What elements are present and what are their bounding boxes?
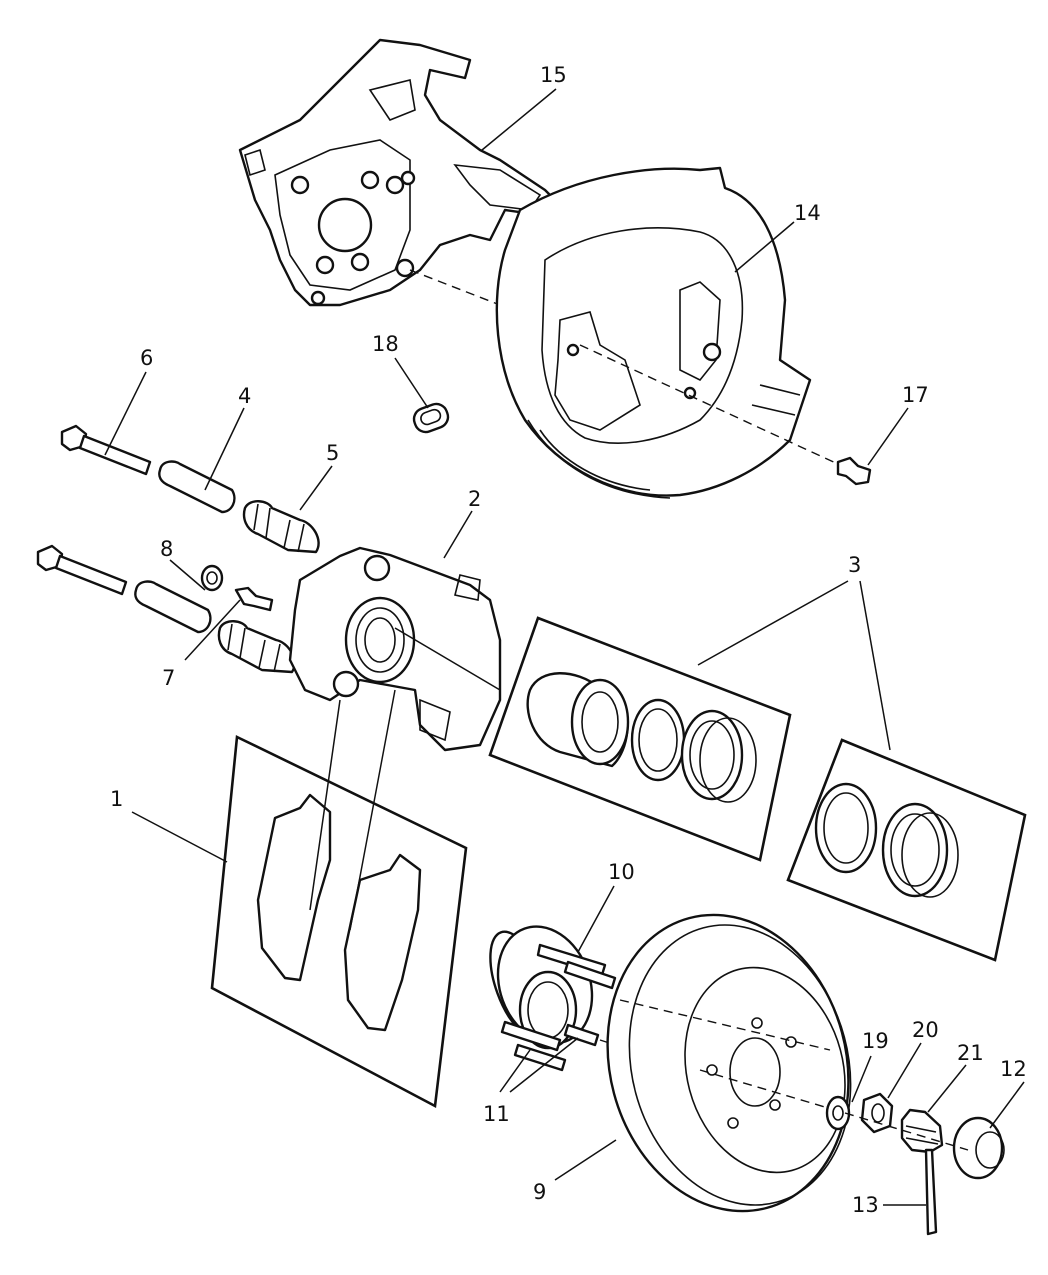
callout-2: 2: [468, 487, 481, 511]
callout-10: 10: [608, 860, 635, 884]
part-5-boot-lower: [217, 620, 296, 674]
callout-4: 4: [238, 384, 251, 408]
callout-17: 17: [902, 383, 929, 407]
part-9-rotor: [606, 913, 852, 1213]
part-3-seal-kit-box: [786, 738, 1027, 962]
part-3-piston-seal-kit: [488, 616, 792, 862]
callout-8: 8: [160, 537, 173, 561]
part-5-boot-upper: [242, 500, 320, 554]
part-4-sleeve-upper: [158, 460, 236, 514]
part-18-plug: [412, 402, 450, 434]
callout-1: 1: [110, 787, 123, 811]
part-6-guide-pin-bolt-lower: [36, 544, 128, 596]
callout-20: 20: [912, 1018, 939, 1042]
callout-5: 5: [326, 441, 339, 465]
callout-21: 21: [957, 1041, 984, 1065]
part-19-washer: [825, 1095, 851, 1131]
part-7-bleeder-screw: [234, 586, 274, 612]
callout-14: 14: [794, 201, 821, 225]
part-1-brake-pads: [210, 689, 468, 1109]
part-20-hub-nut: [860, 1092, 894, 1134]
callout-11: 11: [483, 1102, 510, 1126]
part-6-guide-pin-bolt-upper: [60, 424, 152, 476]
callout-19: 19: [862, 1029, 889, 1053]
part-21-nut-retainer: [900, 1108, 944, 1154]
callout-3: 3: [848, 553, 861, 577]
callout-13: 13: [852, 1193, 879, 1217]
callout-12: 12: [1000, 1057, 1027, 1081]
part-4-sleeve-lower: [134, 580, 212, 634]
callout-7: 7: [162, 666, 175, 690]
part-17-bolt: [836, 456, 872, 486]
part-14-splash-shield: [495, 166, 841, 499]
part-8-bleeder-cap: [200, 564, 224, 592]
callout-18: 18: [372, 332, 399, 356]
part-2-caliper: [288, 546, 502, 752]
callout-6: 6: [140, 346, 153, 370]
callout-9: 9: [533, 1180, 546, 1204]
part-13-cotter-pin: [924, 1148, 938, 1236]
part-10-hub-bearing: [489, 925, 836, 1116]
part-12-grease-cap: [952, 1116, 1005, 1180]
callout-15: 15: [540, 63, 567, 87]
leader-lines: [104, 88, 1025, 1206]
part-15-caliper-adapter: [238, 38, 557, 307]
